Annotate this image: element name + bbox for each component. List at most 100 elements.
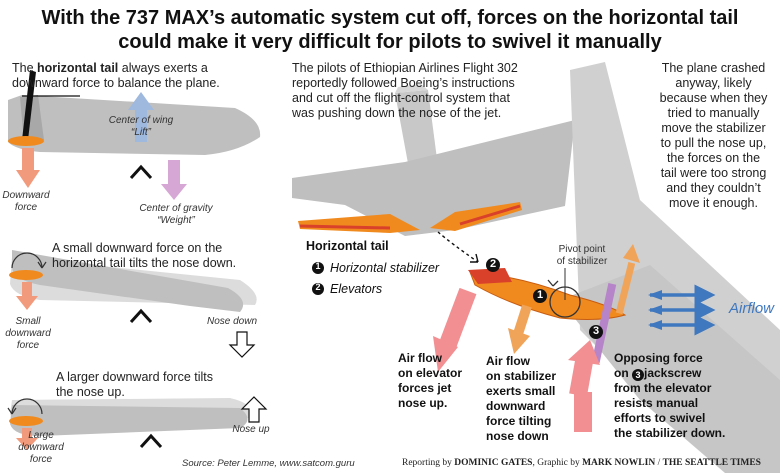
- opposing-airflow-arrow-icon: [568, 340, 600, 365]
- marker-3-label: 3: [592, 325, 600, 337]
- right-line5: move the stabilizer: [661, 121, 766, 135]
- stab-line5: force tilting: [486, 414, 552, 428]
- legend-item-1: Horizontal stabilizer: [330, 261, 440, 275]
- panel1-text-bold: horizontal tail: [37, 61, 119, 75]
- elevator-airflow-caption: Air flow on elevator forces jet nose up.: [398, 351, 462, 411]
- marker-1-label: 1: [536, 289, 544, 301]
- gravity-line2: “Weight”: [157, 215, 195, 226]
- right-line10: move it enough.: [669, 196, 758, 210]
- downward-line1: Downward: [2, 190, 50, 201]
- opposing-force-arrow-icon: [623, 244, 640, 263]
- opp-num-3: 3: [632, 369, 644, 381]
- plane-nose-up-illustration: [7, 396, 268, 450]
- elev-line3: forces jet: [398, 381, 452, 395]
- panel1-text-post: always exerts a: [118, 61, 208, 75]
- stab-line6: nose down: [486, 429, 549, 443]
- elevator-icon: [468, 268, 512, 284]
- downward-force-label: Downward force: [0, 190, 52, 214]
- tail-section-illustration: [468, 62, 780, 473]
- large-force-arrow-icon: [16, 438, 38, 450]
- panel2-line1: A small downward force on the: [52, 241, 223, 255]
- lift-label: Center of wing “Lift”: [96, 115, 186, 139]
- stab-line2: on stabilizer: [486, 369, 557, 383]
- large-force-label: Large downward force: [14, 430, 68, 466]
- weight-arrow-icon: [161, 184, 187, 200]
- right-line9: and they couldn’t: [666, 181, 761, 195]
- tail-fin-icon: [22, 70, 36, 140]
- panel3-caption: A larger downward force tilts the nose u…: [56, 370, 266, 400]
- center-line4: was pushing down the nose of the jet.: [292, 106, 502, 120]
- lift-arrow-icon: [128, 92, 154, 110]
- nose-down-arrow-icon: [228, 331, 256, 358]
- center-line1: The pilots of Ethiopian Airlines Flight …: [292, 61, 518, 75]
- elev-line1: Air flow: [398, 351, 442, 365]
- right-stabilizer-icon: [430, 202, 522, 231]
- small-force-label: Small downward force: [2, 316, 54, 352]
- pivot-line1: Pivot point: [558, 244, 606, 255]
- large-line1: Large: [28, 430, 54, 441]
- newspaper-name: THE SEATTLE TIMES: [662, 458, 761, 468]
- panel1-text-pre: The: [12, 61, 38, 75]
- opp-line5: efforts to swivel: [614, 411, 706, 425]
- panel2-line2: horizontal tail tilts the nose down.: [52, 256, 237, 270]
- right-line8: tail were too strong: [660, 166, 767, 180]
- opp-line6: the stabilizer down.: [614, 426, 726, 440]
- nose-up-arrow-icon: [240, 396, 268, 423]
- right-line2: anyway, likely: [675, 76, 752, 90]
- right-line3: because when they: [659, 91, 768, 105]
- gravity-line1: Center of gravity: [139, 203, 213, 214]
- title-line-1: With the 737 MAX’s automatic system cut …: [41, 7, 739, 29]
- panel2-caption: A small downward force on the horizontal…: [52, 241, 272, 271]
- nose-down-label: Nose down: [206, 316, 258, 327]
- pivot-label: Pivot point of stabilizer: [544, 244, 620, 268]
- jackscrew-icon: [591, 283, 617, 363]
- opp-line4: resists manual: [614, 396, 699, 410]
- plane-nose-down-illustration: [9, 250, 257, 358]
- right-line4: tried to manually: [667, 106, 760, 120]
- stabilizer-cross-section-icon: [469, 271, 627, 320]
- right-line1: The plane crashed: [661, 61, 766, 75]
- opp-line2-post: jackscrew: [644, 366, 702, 380]
- plane-level-illustration: [8, 70, 261, 200]
- balance-pivot-icon: [129, 164, 153, 180]
- legend-num-1: 1: [315, 261, 321, 271]
- small-line1: Small: [15, 316, 41, 327]
- right-line6: to pull the nose up,: [660, 136, 767, 150]
- stab-line3: exerts small: [486, 384, 556, 398]
- source-credit: Source: Peter Lemme, www.satcom.guru: [182, 458, 355, 469]
- opp-line3: from the elevator: [614, 381, 712, 395]
- opp-line2-pre: on: [614, 366, 632, 380]
- elev-line4: nose up.: [398, 396, 448, 410]
- downward-line2: force: [14, 202, 38, 213]
- small-line2: downward: [5, 328, 51, 339]
- elevator-airflow-arrow-icon: [433, 336, 458, 372]
- stabilizer-airflow-caption: Air flow on stabilizer exerts small down…: [486, 354, 556, 444]
- large-line2: downward: [18, 442, 64, 453]
- legend-num-2: 2: [315, 282, 321, 292]
- graphic-pre: , Graphic by: [532, 458, 583, 468]
- small-line3: force: [16, 340, 40, 351]
- reporter-name: DOMINIC GATES: [454, 458, 533, 468]
- downward-force-arrow-icon: [16, 170, 40, 188]
- stab-line1: Air flow: [486, 354, 530, 368]
- right-caption: The plane crashed anyway, likely because…: [651, 61, 776, 211]
- force-arrows: [433, 287, 600, 432]
- jet-rear-illustration: [292, 84, 575, 263]
- stab-line4: downward: [486, 399, 546, 413]
- opp-line1: Opposing force: [614, 351, 703, 365]
- panel3-line1: A larger downward force tilts: [56, 370, 214, 384]
- airflow-label: Airflow: [729, 300, 775, 317]
- right-line7: the forces on the: [666, 151, 761, 165]
- reporting-pre: Reporting by: [402, 458, 455, 468]
- lift-label-line1: Center of wing: [108, 115, 174, 126]
- panel3-line2: the nose up.: [56, 385, 125, 399]
- marker-2-label: 2: [489, 258, 497, 270]
- legend-item-2: Elevators: [330, 282, 383, 296]
- horizontal-tail-icon: [8, 136, 44, 146]
- panel1-text-line2: downward force to balance the plane.: [12, 76, 220, 90]
- elev-line2: on elevator: [398, 366, 463, 380]
- panel1-caption: The horizontal tail always exerts a down…: [12, 61, 262, 91]
- small-force-arrow-icon: [16, 296, 38, 310]
